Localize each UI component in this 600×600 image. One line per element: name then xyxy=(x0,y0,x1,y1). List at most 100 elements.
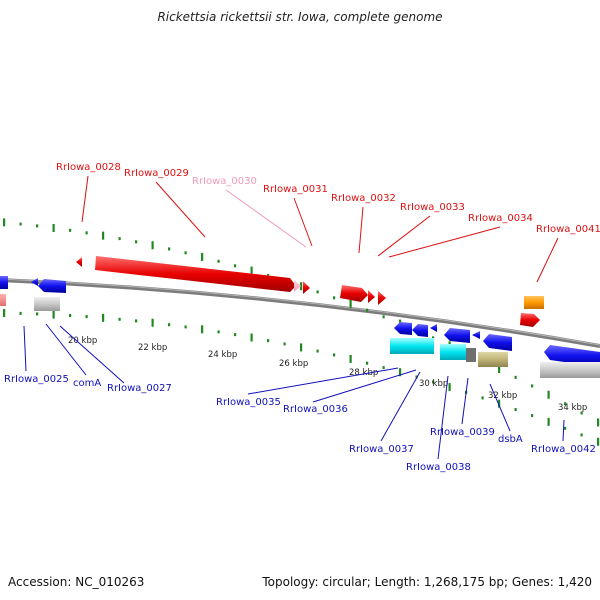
lower-ring-mark xyxy=(597,437,600,446)
lower-ring-mark xyxy=(102,313,105,322)
lower-ring-mark xyxy=(547,417,550,426)
callout-line xyxy=(293,197,313,247)
lower-ring-mark xyxy=(349,354,352,363)
gene-label[interactable]: RrIowa_0030 xyxy=(192,176,257,187)
gene-label[interactable]: RrIowa_0031 xyxy=(263,184,328,195)
lower-ring-mark xyxy=(52,310,55,319)
gene-label[interactable]: RrIowa_0033 xyxy=(400,202,465,213)
upper-ring-mark xyxy=(316,290,319,294)
upper-ring-mark xyxy=(151,241,154,250)
upper-ring-mark xyxy=(118,237,121,241)
gene-label[interactable]: RrIowa_0032 xyxy=(331,193,396,204)
upper-ring-mark xyxy=(250,266,253,275)
upper-ring-mark xyxy=(333,296,336,300)
callout-line xyxy=(377,215,431,257)
callout-line xyxy=(489,383,511,432)
callout-line xyxy=(81,175,89,223)
lower-ring-mark xyxy=(580,433,583,437)
gene-arrow-0041[interactable] xyxy=(520,313,540,327)
gene-arrow-0038b[interactable] xyxy=(472,331,480,339)
lower-ring-mark xyxy=(85,315,88,319)
gene-arrow-left-edge[interactable] xyxy=(0,276,8,289)
gene-arrow-0025[interactable] xyxy=(31,278,38,286)
callout-line xyxy=(155,181,206,238)
gene-arrow-0026-comA[interactable] xyxy=(38,279,66,293)
tick-label: 22 kbp xyxy=(138,343,167,353)
lower-ring-mark xyxy=(564,426,567,430)
tick-label: 20 kbp xyxy=(68,336,97,346)
upper-ring-mark xyxy=(36,224,39,228)
upper-ring-mark xyxy=(201,252,204,261)
gene-box-cyan-0038[interactable] xyxy=(440,344,466,360)
tick-label: 30 kbp xyxy=(419,379,448,389)
upper-ring-mark xyxy=(3,218,6,227)
gene-arrow-0030[interactable] xyxy=(294,280,301,292)
callout-line xyxy=(59,325,125,384)
lower-ring-mark xyxy=(135,319,138,323)
lower-ring-mark xyxy=(481,396,484,400)
gene-arrow-0032[interactable] xyxy=(340,285,368,302)
accession-text: Accession: NC_010263 xyxy=(8,575,145,589)
gene-box-orange[interactable] xyxy=(524,296,544,309)
callout-line xyxy=(225,189,307,248)
lower-ring-mark xyxy=(531,414,534,418)
lower-ring-mark xyxy=(234,333,237,337)
genome-backbone-highlight xyxy=(0,278,600,346)
gene-box-gray-0027[interactable] xyxy=(34,297,60,311)
upper-ring-mark xyxy=(184,251,187,255)
gene-label[interactable]: RrIowa_0029 xyxy=(124,168,189,179)
gene-label[interactable]: RrIowa_0027 xyxy=(107,383,172,394)
gene-box-cyan-0037[interactable] xyxy=(390,338,434,354)
gene-label[interactable]: RrIowa_0028 xyxy=(56,162,121,173)
gene-label[interactable]: RrIowa_0038 xyxy=(406,462,471,473)
gene-label[interactable]: RrIowa_0035 xyxy=(216,397,281,408)
upper-ring-mark xyxy=(432,336,435,340)
gene-label[interactable]: RrIowa_0034 xyxy=(468,213,533,224)
gene-arrow-0038[interactable] xyxy=(444,328,470,343)
gene-label[interactable]: dsbA xyxy=(498,434,523,445)
callout-line xyxy=(247,367,399,395)
topology-summary: Topology: circular; Length: 1,268,175 bp… xyxy=(262,575,592,589)
gene-arrow-0035[interactable] xyxy=(394,322,412,335)
gene-arrow-0028[interactable] xyxy=(76,257,82,267)
gene-label[interactable]: RrIowa_0037 xyxy=(349,444,414,455)
upper-ring-mark xyxy=(234,264,237,268)
lower-dotted-ring xyxy=(3,309,600,446)
upper-ring-mark xyxy=(349,299,352,308)
callout-line xyxy=(437,375,449,460)
gene-box-salmon-left[interactable] xyxy=(0,294,6,306)
gene-arrow-0031[interactable] xyxy=(303,281,310,294)
gene-label[interactable]: RrIowa_0039 xyxy=(430,427,495,438)
callout-line xyxy=(23,325,27,372)
gene-label[interactable]: comA xyxy=(73,378,101,389)
lower-ring-mark xyxy=(448,383,451,392)
upper-ring-mark xyxy=(102,231,105,240)
callout-line xyxy=(536,237,559,283)
gene-arrow-0033[interactable] xyxy=(368,290,375,303)
upper-ring-mark xyxy=(19,222,22,226)
gene-label[interactable]: RrIowa_0025 xyxy=(4,374,69,385)
lower-ring-mark xyxy=(36,312,39,316)
upper-ring-mark xyxy=(580,411,583,415)
lower-ring-mark xyxy=(514,408,517,412)
gene-arrow-0036[interactable] xyxy=(412,324,428,337)
lower-ring-mark xyxy=(333,353,336,357)
gene-labels: RrIowa_0028RrIowa_0029RrIowa_0030RrIowa_… xyxy=(4,162,600,473)
upper-ring-mark xyxy=(168,247,171,251)
gene-label[interactable]: RrIowa_0042 xyxy=(531,444,596,455)
lower-ring-mark xyxy=(168,323,171,327)
lower-ring-mark xyxy=(498,399,501,408)
gene-arrow-0042[interactable] xyxy=(544,345,600,367)
gene-arrow-0029[interactable] xyxy=(95,256,296,292)
gene-box-darkgray[interactable] xyxy=(466,348,476,362)
gene-label[interactable]: RrIowa_0036 xyxy=(283,404,348,415)
gene-box-olive-dsbA[interactable] xyxy=(478,352,508,367)
callout-line xyxy=(461,377,469,425)
lower-ring-mark xyxy=(19,311,22,315)
gene-label[interactable]: RrIowa_0041 xyxy=(536,224,600,235)
gene-arrow-0034[interactable] xyxy=(378,291,386,305)
gene-arrow-0039[interactable] xyxy=(483,334,512,351)
gene-arrow-0036b[interactable] xyxy=(430,324,437,332)
gene-box-gray-0042[interactable] xyxy=(540,362,600,378)
upper-ring-mark xyxy=(69,228,72,232)
